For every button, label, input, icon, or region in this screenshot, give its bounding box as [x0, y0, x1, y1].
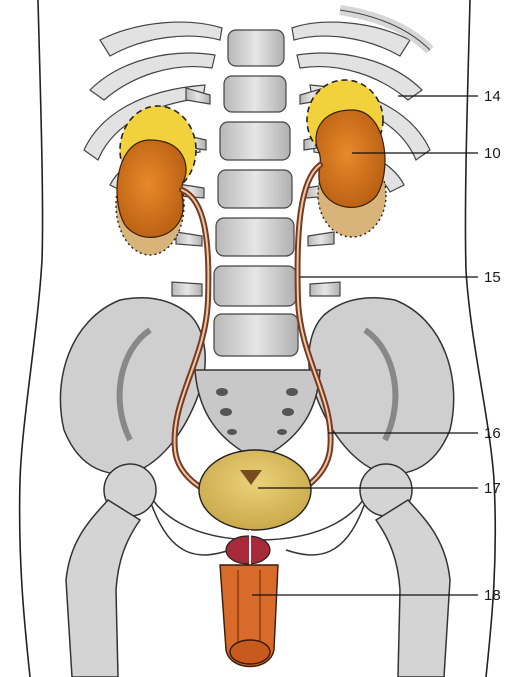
- vertebral-column: [172, 30, 340, 356]
- label-14: 14: [484, 88, 501, 106]
- bladder: [199, 450, 311, 530]
- penis: [220, 565, 278, 667]
- label-10: 10: [484, 145, 501, 163]
- label-15: 15: [484, 269, 501, 287]
- label-17: 17: [484, 480, 501, 498]
- label-16: 16: [484, 425, 501, 443]
- label-18: 18: [484, 587, 501, 605]
